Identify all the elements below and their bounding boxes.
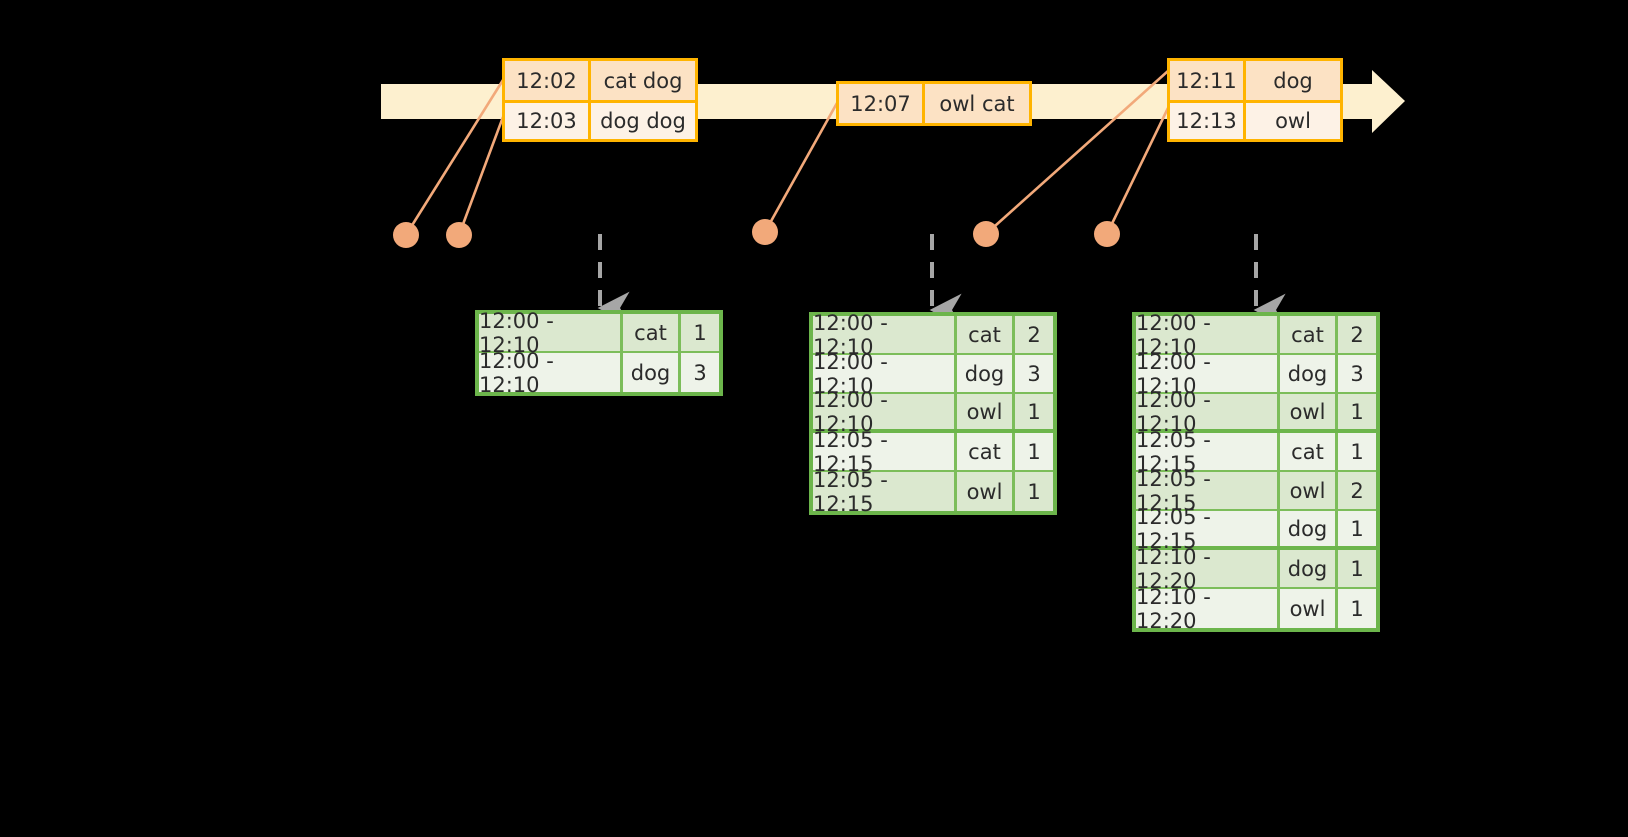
event-box-3: 12:11 dog 12:13 owl	[1167, 58, 1343, 142]
cell-window: 12:00 - 12:10	[479, 309, 623, 357]
cell-key: dog	[623, 353, 681, 392]
cell-count: 2	[1027, 322, 1041, 347]
cell-window: 12:05 - 12:15	[1136, 467, 1280, 515]
cell-count: 1	[1350, 439, 1364, 464]
cell-window: 12:00 - 12:10	[479, 349, 623, 397]
event-timestamp: 12:13	[1170, 103, 1246, 139]
cell-window: 12:10 - 12:20	[1136, 585, 1280, 633]
marker-1213-line	[1105, 107, 1170, 235]
cell-count: 3	[693, 360, 707, 385]
event-box-1: 12:02 cat dog 12:03 dog dog	[502, 58, 698, 142]
cell-count: 1	[1350, 516, 1364, 541]
cell-key: owl	[1280, 589, 1338, 628]
cell-window: 12:05 - 12:15	[1136, 428, 1280, 476]
cell-count: 2	[1350, 322, 1364, 347]
event-marker-dots	[393, 219, 1120, 248]
cell-count: 1	[1350, 556, 1364, 581]
cell-key: dog	[1280, 550, 1338, 587]
cell-window: 12:00 - 12:10	[1136, 350, 1280, 398]
cell-count: 1	[1027, 479, 1041, 504]
marker-1203-line	[457, 116, 505, 236]
cell-count: 1	[1027, 439, 1041, 464]
marker-1213	[1094, 221, 1120, 247]
event-payload: owl cat	[939, 91, 1015, 116]
marker-1211	[973, 221, 999, 247]
cell-window: 12:00 - 12:10	[1136, 311, 1280, 359]
cell-count: 1	[1350, 596, 1364, 621]
cell-key: cat	[957, 316, 1015, 353]
cell-key: dog	[957, 355, 1015, 392]
event-payload: cat dog	[603, 68, 683, 93]
cell-key: dog	[1280, 355, 1338, 392]
cell-count: 2	[1350, 478, 1364, 503]
cell-count: 1	[1027, 399, 1041, 424]
event-row: 12:03 dog dog	[505, 100, 695, 139]
cell-count: 1	[1350, 399, 1364, 424]
cell-window: 12:05 - 12:15	[1136, 505, 1280, 553]
cell-key: cat	[1280, 316, 1338, 353]
event-payload: dog dog	[600, 109, 686, 133]
event-row: 12:07 owl cat	[839, 84, 1029, 123]
event-row: 12:13 owl	[1170, 100, 1340, 139]
cell-key: owl	[957, 394, 1015, 429]
cell-window: 12:00 - 12:10	[1136, 388, 1280, 436]
marker-1203	[446, 222, 472, 248]
cell-key: cat	[623, 314, 681, 351]
cell-window: 12:00 - 12:10	[813, 350, 957, 398]
event-timestamp: 12:03	[505, 103, 591, 139]
cell-count: 3	[1350, 361, 1364, 386]
event-timestamp: 12:07	[839, 84, 925, 123]
event-payload: owl	[1275, 109, 1311, 133]
cell-key: owl	[1280, 472, 1338, 509]
cell-key: cat	[957, 433, 1015, 470]
cell-window: 12:00 - 12:10	[813, 388, 957, 436]
marker-1207	[752, 219, 778, 245]
cell-key: owl	[1280, 394, 1338, 429]
cell-window: 12:10 - 12:20	[1136, 545, 1280, 593]
cell-key: dog	[1280, 511, 1338, 546]
event-row: 12:11 dog	[1170, 61, 1340, 100]
event-timestamp: 12:11	[1170, 61, 1246, 100]
marker-1202-line	[404, 79, 505, 236]
event-timestamp: 12:02	[505, 61, 591, 100]
cell-key: owl	[957, 472, 1015, 511]
cell-key: cat	[1280, 433, 1338, 470]
event-payload: dog	[1273, 68, 1313, 93]
cell-window: 12:05 - 12:15	[813, 468, 957, 516]
cell-count: 1	[693, 320, 707, 345]
cell-window: 12:05 - 12:15	[813, 428, 957, 476]
marker-1207-line	[763, 102, 839, 233]
cell-count: 3	[1027, 361, 1041, 386]
emit-arrows	[597, 234, 1286, 327]
event-row: 12:02 cat dog	[505, 61, 695, 100]
marker-1202	[393, 222, 419, 248]
cell-window: 12:00 - 12:10	[813, 311, 957, 359]
event-box-2: 12:07 owl cat	[836, 81, 1032, 126]
